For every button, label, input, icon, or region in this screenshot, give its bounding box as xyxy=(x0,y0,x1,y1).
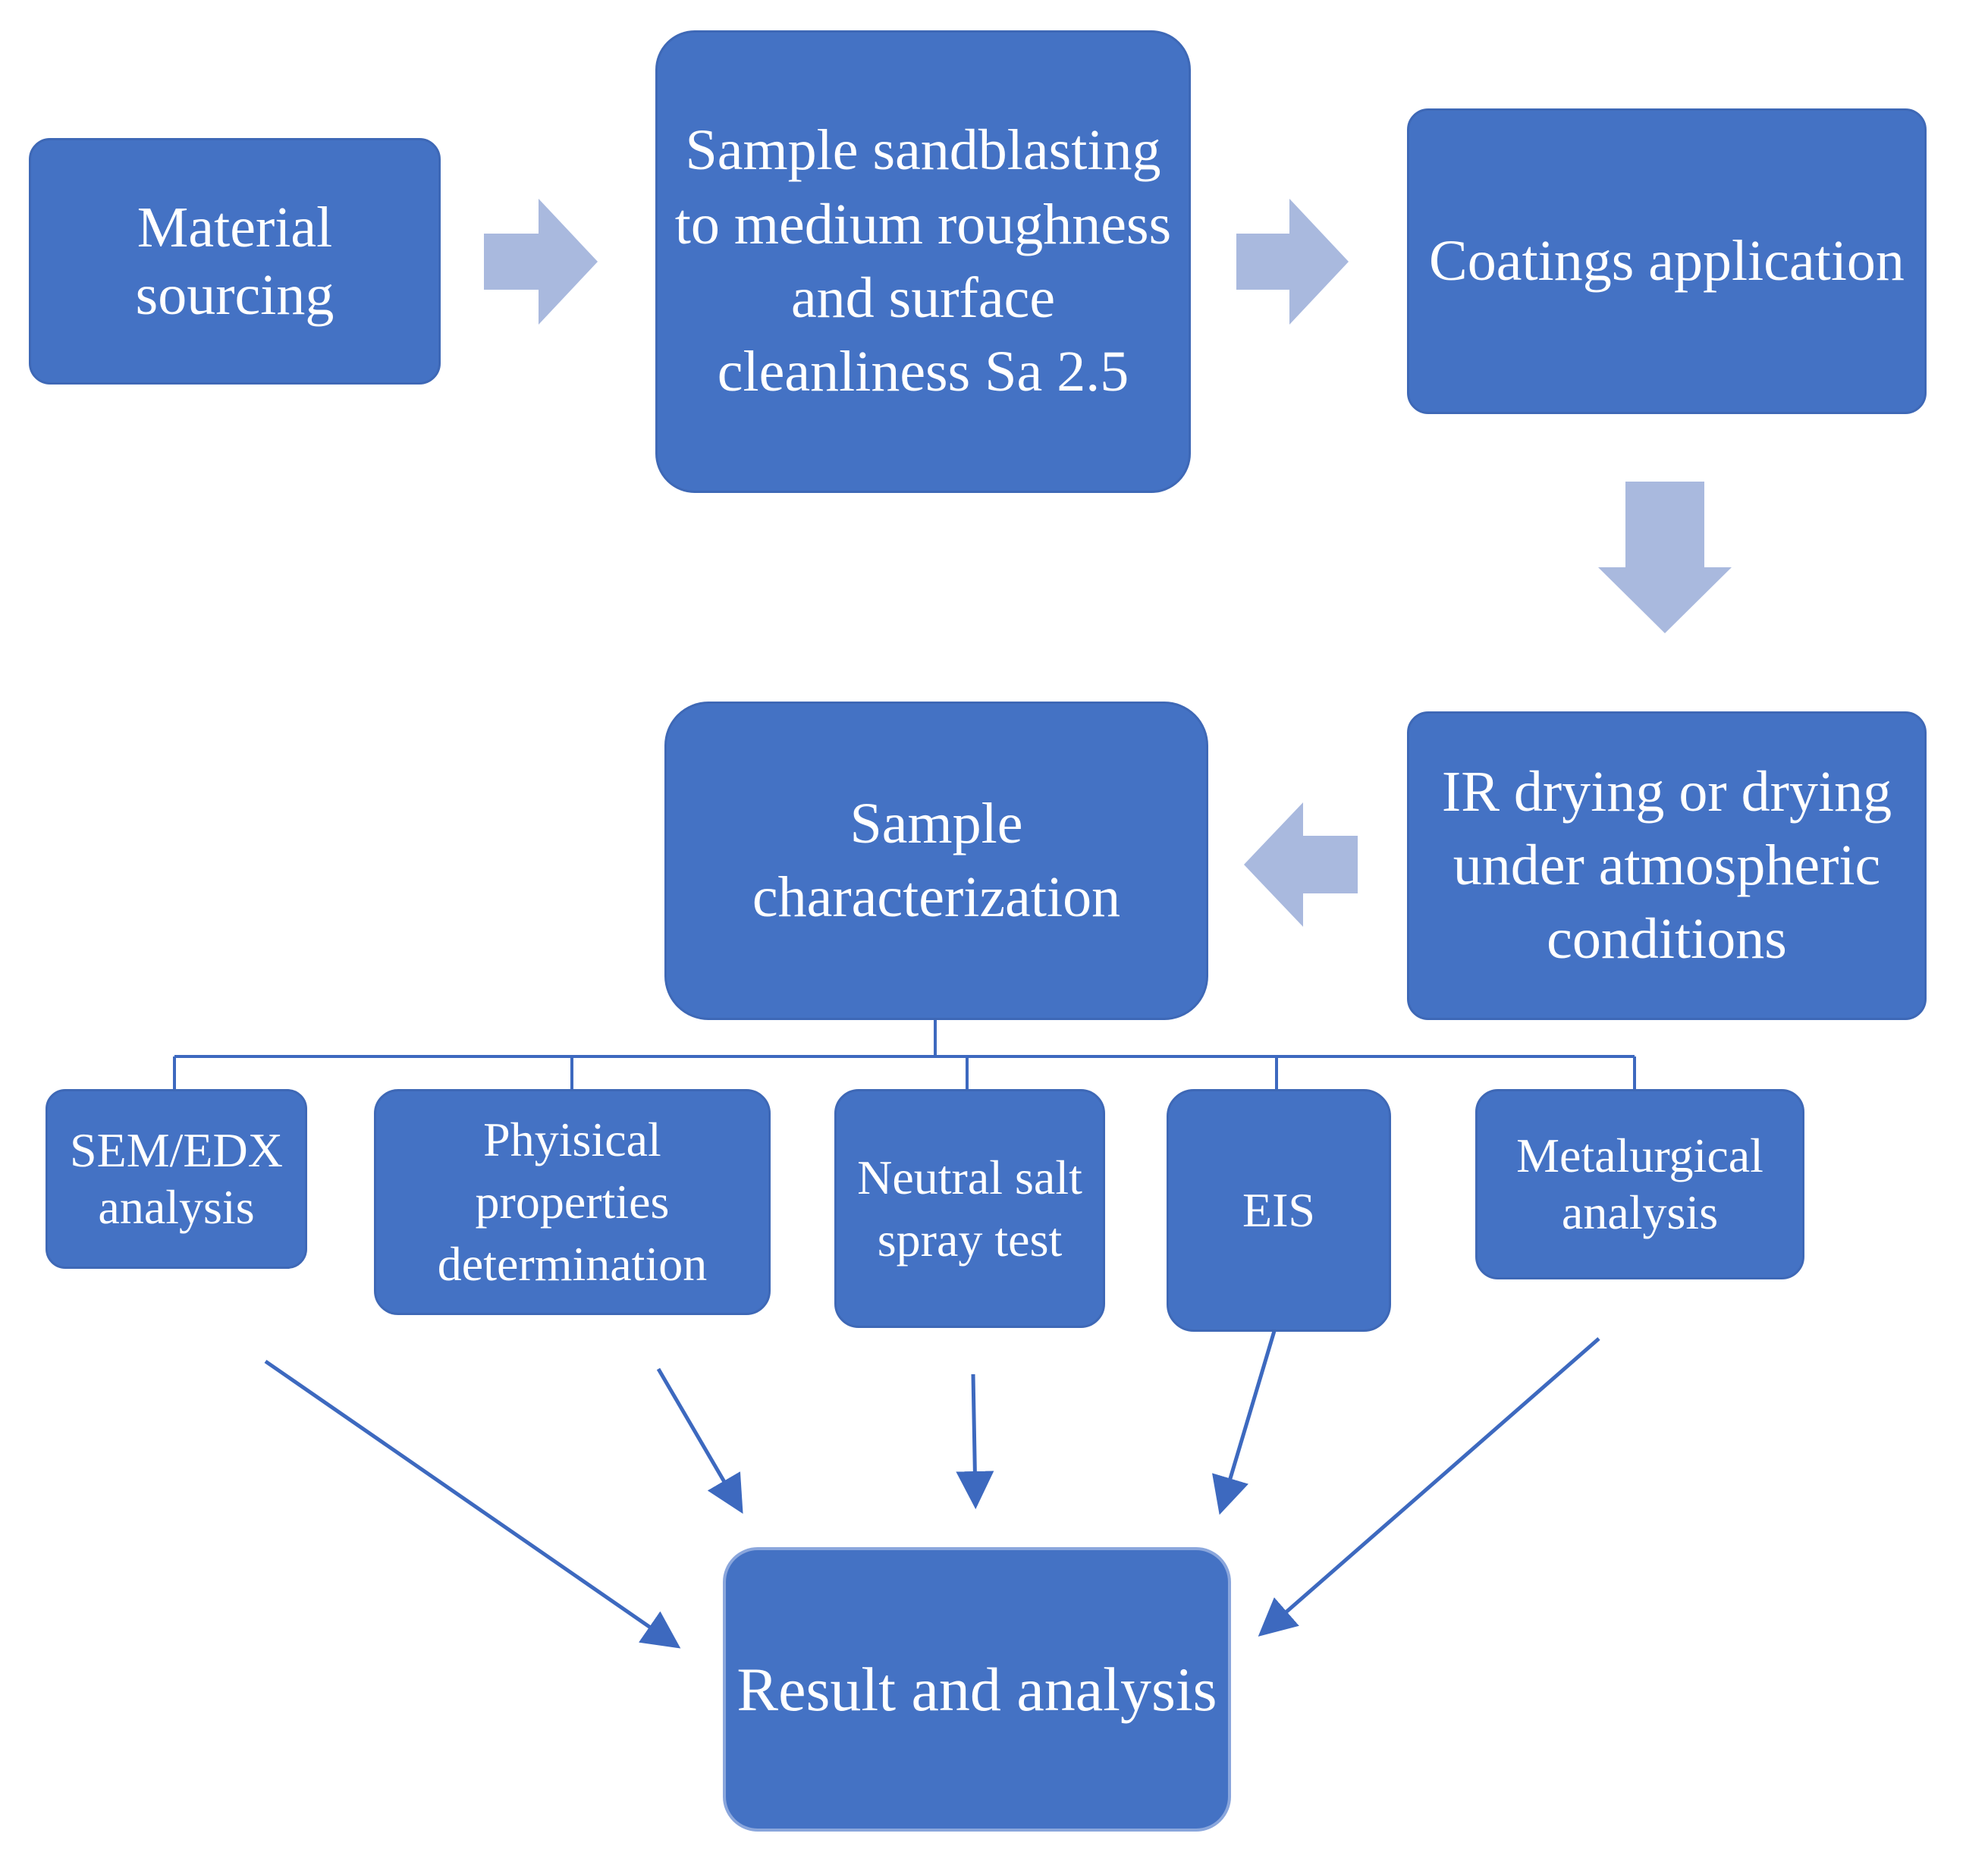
test-neutral-salt-spray-label: Neutral salt spray test xyxy=(857,1150,1082,1267)
step-sample-characterization: Sample characterization xyxy=(664,702,1208,1020)
tree-connector xyxy=(173,1020,1636,1089)
step-coatings-application-label: Coatings application xyxy=(1429,229,1905,294)
test-sem-edx-label: SEM/EDX analysis xyxy=(70,1122,283,1234)
test-neutral-salt-spray: Neutral salt spray test xyxy=(834,1089,1105,1328)
step-result-and-analysis: Result and analysis xyxy=(723,1547,1231,1832)
test-metallurgical: Metalurgical analysis xyxy=(1475,1089,1804,1279)
step-material-sourcing: Material sourcing xyxy=(29,138,441,385)
block-arrow-right-1 xyxy=(484,199,598,325)
step-drying: IR drying or drying under atmospheric co… xyxy=(1407,711,1927,1020)
block-arrow-down xyxy=(1598,482,1732,633)
step-sandblasting: Sample sandblasting to medium roughness … xyxy=(655,30,1191,493)
arrow-physical-to-result xyxy=(656,1367,743,1514)
test-physical-properties-label: Phyisical properties determination xyxy=(437,1113,708,1291)
arrow-eis-to-result xyxy=(1212,1330,1277,1515)
step-sandblasting-label: Sample sandblasting to medium roughness … xyxy=(674,118,1172,404)
test-metallurgical-label: Metalurgical analysis xyxy=(1516,1128,1763,1239)
arrow-saltspray-to-result xyxy=(956,1373,994,1509)
test-eis-label: EIS xyxy=(1242,1182,1315,1237)
step-result-and-analysis-label: Result and analysis xyxy=(736,1655,1217,1724)
step-sample-characterization-label: Sample characterization xyxy=(752,791,1121,929)
test-eis: EIS xyxy=(1167,1089,1391,1332)
step-coatings-application: Coatings application xyxy=(1407,108,1927,414)
block-arrow-right-2 xyxy=(1236,199,1349,325)
block-arrow-left xyxy=(1244,802,1358,927)
arrow-sem-to-result xyxy=(264,1359,681,1649)
step-drying-label: IR drying or drying under atmospheric co… xyxy=(1441,759,1892,972)
test-sem-edx: SEM/EDX analysis xyxy=(46,1089,307,1269)
arrow-metallurgical-to-result xyxy=(1258,1337,1600,1637)
step-material-sourcing-label: Material sourcing xyxy=(135,195,334,327)
test-physical-properties: Phyisical properties determination xyxy=(374,1089,771,1315)
